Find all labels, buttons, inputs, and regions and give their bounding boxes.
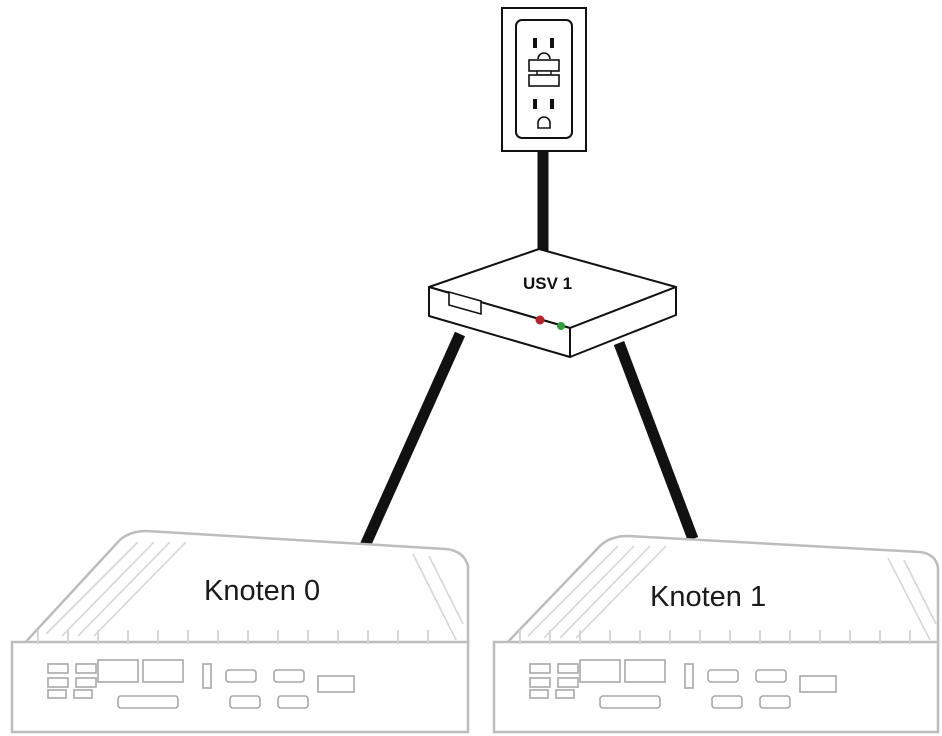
ups-box-icon: USV 1: [428, 248, 677, 358]
wall-outlet-icon: [501, 7, 587, 152]
node-label: Knoten 0: [204, 575, 320, 607]
industrial-pc-icon: Knoten 1: [492, 534, 940, 734]
ups-label: USV 1: [523, 274, 572, 293]
industrial-pc-icon: Knoten 0: [10, 529, 470, 734]
cable-ups-to-node-1: [613, 341, 699, 541]
cables: [358, 150, 699, 551]
node-1: Knoten 1: [492, 534, 940, 734]
node-label: Knoten 1: [650, 581, 766, 613]
ups-led-green: [557, 322, 565, 330]
node-0: Knoten 0: [10, 529, 470, 734]
ups-led-red: [535, 315, 545, 325]
cable-ups-to-node-0: [358, 331, 466, 551]
